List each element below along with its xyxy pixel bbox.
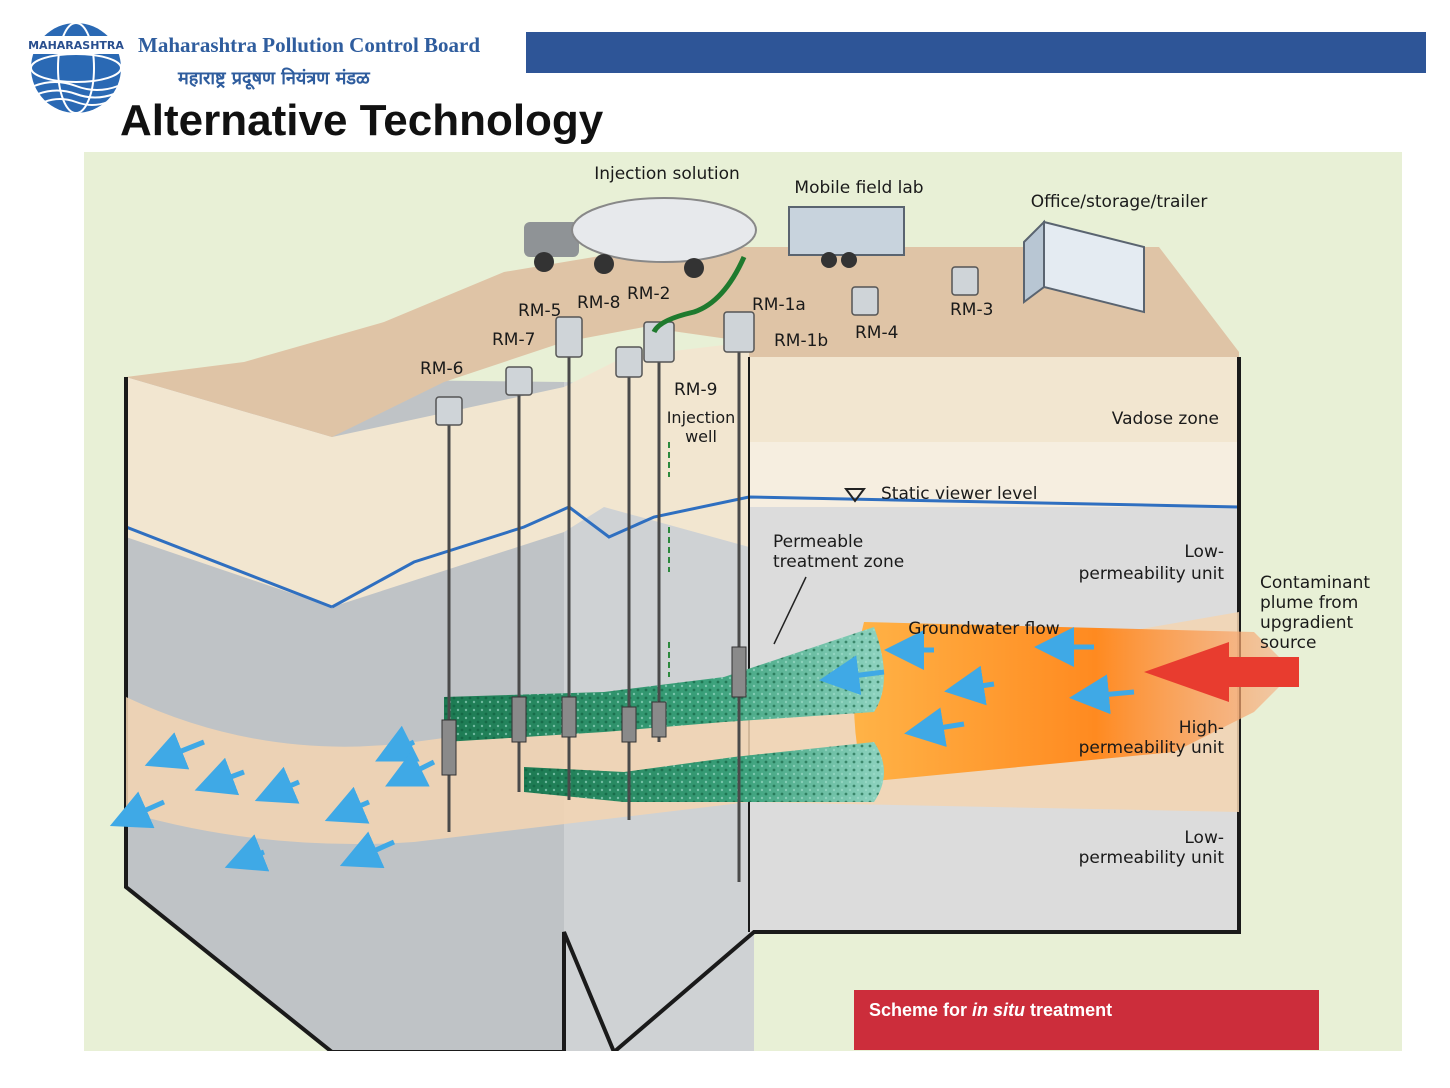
label-static-level: Static viewer level	[881, 484, 1037, 504]
groundwater-flow-arrows	[109, 627, 1135, 872]
label-groundwater-flow: Groundwater flow	[908, 619, 1059, 639]
label-vadose-zone: Vadose zone	[1112, 409, 1219, 429]
treatment-zone-leader	[773, 576, 807, 645]
tanker-truck	[524, 197, 757, 278]
label-rm4: RM-4	[855, 323, 898, 343]
mpcb-logo: MAHARASHTRA	[20, 22, 132, 114]
label-high-perm-b: permeability unit	[1079, 738, 1225, 758]
org-name-english: Maharashtra Pollution Control Board	[138, 33, 481, 57]
label-rm1a: RM-1a	[752, 295, 806, 315]
contaminant-source-arrow	[1144, 642, 1299, 702]
label-plume-4: source	[1260, 633, 1316, 653]
label-low-perm-1a: Low-	[1184, 542, 1224, 562]
label-rm2: RM-2	[627, 284, 670, 304]
logo-text: MAHARASHTRA	[28, 39, 124, 52]
label-low-perm-2b: permeability unit	[1079, 848, 1225, 868]
org-name-marathi: महाराष्ट्र प्रदूषण नियंत्रण मंडळ	[178, 68, 370, 89]
caption-suffix: treatment	[1025, 1000, 1113, 1020]
well-heads	[435, 266, 979, 426]
label-permeable-1: Permeable	[773, 532, 863, 552]
mobile-field-lab	[788, 206, 905, 268]
label-high-perm-a: High-	[1179, 718, 1224, 738]
label-rm6: RM-6	[420, 359, 463, 379]
label-injection-solution: Injection solution	[594, 164, 740, 184]
label-rm7: RM-7	[492, 330, 535, 350]
caption-prefix: Scheme for	[869, 1000, 973, 1020]
header-bar	[526, 32, 1426, 73]
label-rm5: RM-5	[518, 301, 561, 321]
vadose-left	[126, 342, 749, 607]
label-office: Office/storage/trailer	[1031, 192, 1208, 212]
slide-title: Alternative Technology	[120, 96, 604, 145]
injection-hose	[651, 255, 747, 334]
caption-box: Scheme for in situ treatment	[854, 990, 1319, 1050]
label-rm9: RM-9	[674, 380, 717, 400]
label-mobile-field-lab: Mobile field lab	[794, 178, 923, 198]
label-rm1b: RM-1b	[774, 331, 828, 351]
water-table-line	[331, 495, 1240, 609]
label-injection-well-1: Injection	[667, 408, 736, 427]
label-plume-2: plume from	[1260, 593, 1358, 613]
label-rm8: RM-8	[577, 293, 620, 313]
label-injection-well-2: well	[685, 427, 717, 446]
label-plume-3: upgradient	[1260, 613, 1354, 633]
in-situ-treatment-diagram: Injection solution Mobile field lab Offi…	[84, 152, 1402, 1051]
caption-italic: in situ	[972, 1000, 1026, 1020]
label-low-perm-2a: Low-	[1184, 828, 1224, 848]
office-trailer	[1023, 219, 1145, 314]
static-level-marker	[844, 488, 866, 503]
label-low-perm-1b: permeability unit	[1079, 564, 1225, 584]
label-plume-1: Contaminant	[1260, 573, 1370, 593]
label-rm3: RM-3	[950, 300, 993, 320]
label-permeable-2: treatment zone	[773, 552, 904, 572]
